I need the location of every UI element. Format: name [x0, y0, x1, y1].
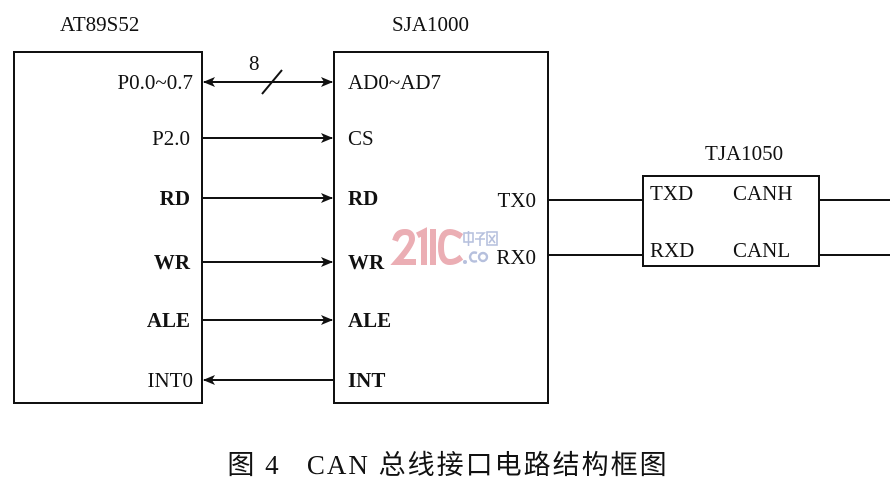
controller-pin-int: INT	[348, 368, 385, 392]
mcu-pin-p0: P0.0~0.7	[117, 70, 193, 94]
controller-pin-rx0: RX0	[496, 245, 536, 269]
transceiver-block	[642, 175, 820, 267]
controller-pin-ad: AD0~AD7	[348, 70, 441, 94]
watermark-logo	[390, 227, 498, 266]
controller-pin-wr: WR	[348, 250, 385, 274]
controller-pin-rd: RD	[348, 186, 378, 210]
bus-width-slash	[261, 69, 283, 95]
mcu-title: AT89S52	[60, 12, 139, 36]
mcu-pin-int0: INT0	[148, 368, 194, 392]
controller-title: SJA1000	[392, 12, 469, 36]
controller-pin-tx0: TX0	[498, 188, 537, 212]
figure-caption: 图 4 CAN 总线接口电路结构框图	[227, 450, 668, 480]
mcu-pin-ale: ALE	[147, 308, 190, 332]
bus-width-label: 8	[249, 51, 260, 75]
controller-pin-cs: CS	[348, 126, 374, 150]
transceiver-pin-rxd: RXD	[650, 238, 694, 262]
transceiver-pin-txd: TXD	[650, 181, 693, 205]
mcu-block	[13, 51, 203, 404]
controller-pin-ale: ALE	[348, 308, 391, 332]
transceiver-pin-canh: CANH	[733, 181, 793, 205]
transceiver-pin-canl: CANL	[733, 238, 790, 262]
mcu-pin-p2: P2.0	[152, 126, 190, 150]
mcu-pin-wr: WR	[154, 250, 191, 274]
mcu-pin-rd: RD	[160, 186, 190, 210]
controller-block	[333, 51, 549, 404]
transceiver-title: TJA1050	[705, 141, 783, 165]
